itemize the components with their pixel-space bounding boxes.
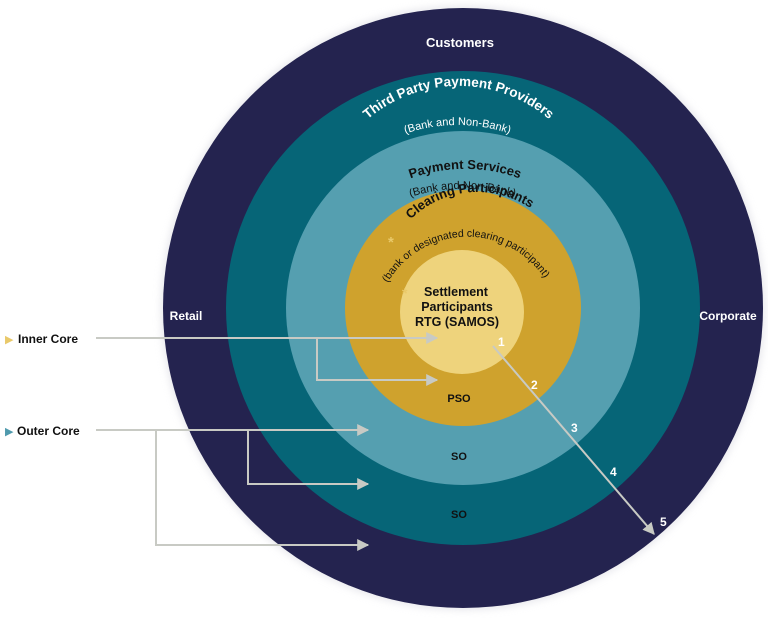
settlement-title-line2: Participants — [421, 300, 493, 314]
outer-core-arrow-customers — [155, 430, 370, 551]
retail-label: Retail — [170, 309, 203, 323]
layer-sequence-arrow — [492, 345, 655, 535]
settlement-title-line1: Settlement — [424, 285, 489, 299]
clearing-asterisk-icon: * — [388, 234, 394, 251]
legend: ▶ Inner Core ▶ Outer Core — [5, 332, 80, 438]
number-4: 4 — [610, 465, 617, 479]
so-inner-label: SO — [451, 451, 467, 463]
settlement-asterisk-icon: * — [402, 285, 408, 301]
layer-numbers: 1 2 3 4 5 — [498, 335, 667, 529]
inner-core-label: Inner Core — [18, 332, 78, 346]
number-1: 1 — [498, 335, 505, 349]
corporate-label: Corporate — [699, 309, 757, 323]
inner-core-connectors — [96, 332, 439, 386]
outer-core-connectors — [96, 424, 370, 551]
number-2: 2 — [531, 378, 538, 392]
number-5: 5 — [660, 515, 667, 529]
inner-core-arrow-pso — [316, 338, 439, 386]
inner-core-marker-icon: ▶ — [5, 334, 14, 346]
outer-core-arrow-tppp — [247, 430, 370, 490]
so-outer-label: SO — [451, 509, 467, 521]
outer-core-marker-icon: ▶ — [5, 426, 14, 438]
pso-label: PSO — [447, 393, 471, 405]
number-3: 3 — [571, 421, 578, 435]
customers-label: Customers — [426, 35, 494, 50]
settlement-title-line3: RTG (SAMOS) — [415, 315, 499, 329]
outer-core-label: Outer Core — [17, 424, 80, 438]
